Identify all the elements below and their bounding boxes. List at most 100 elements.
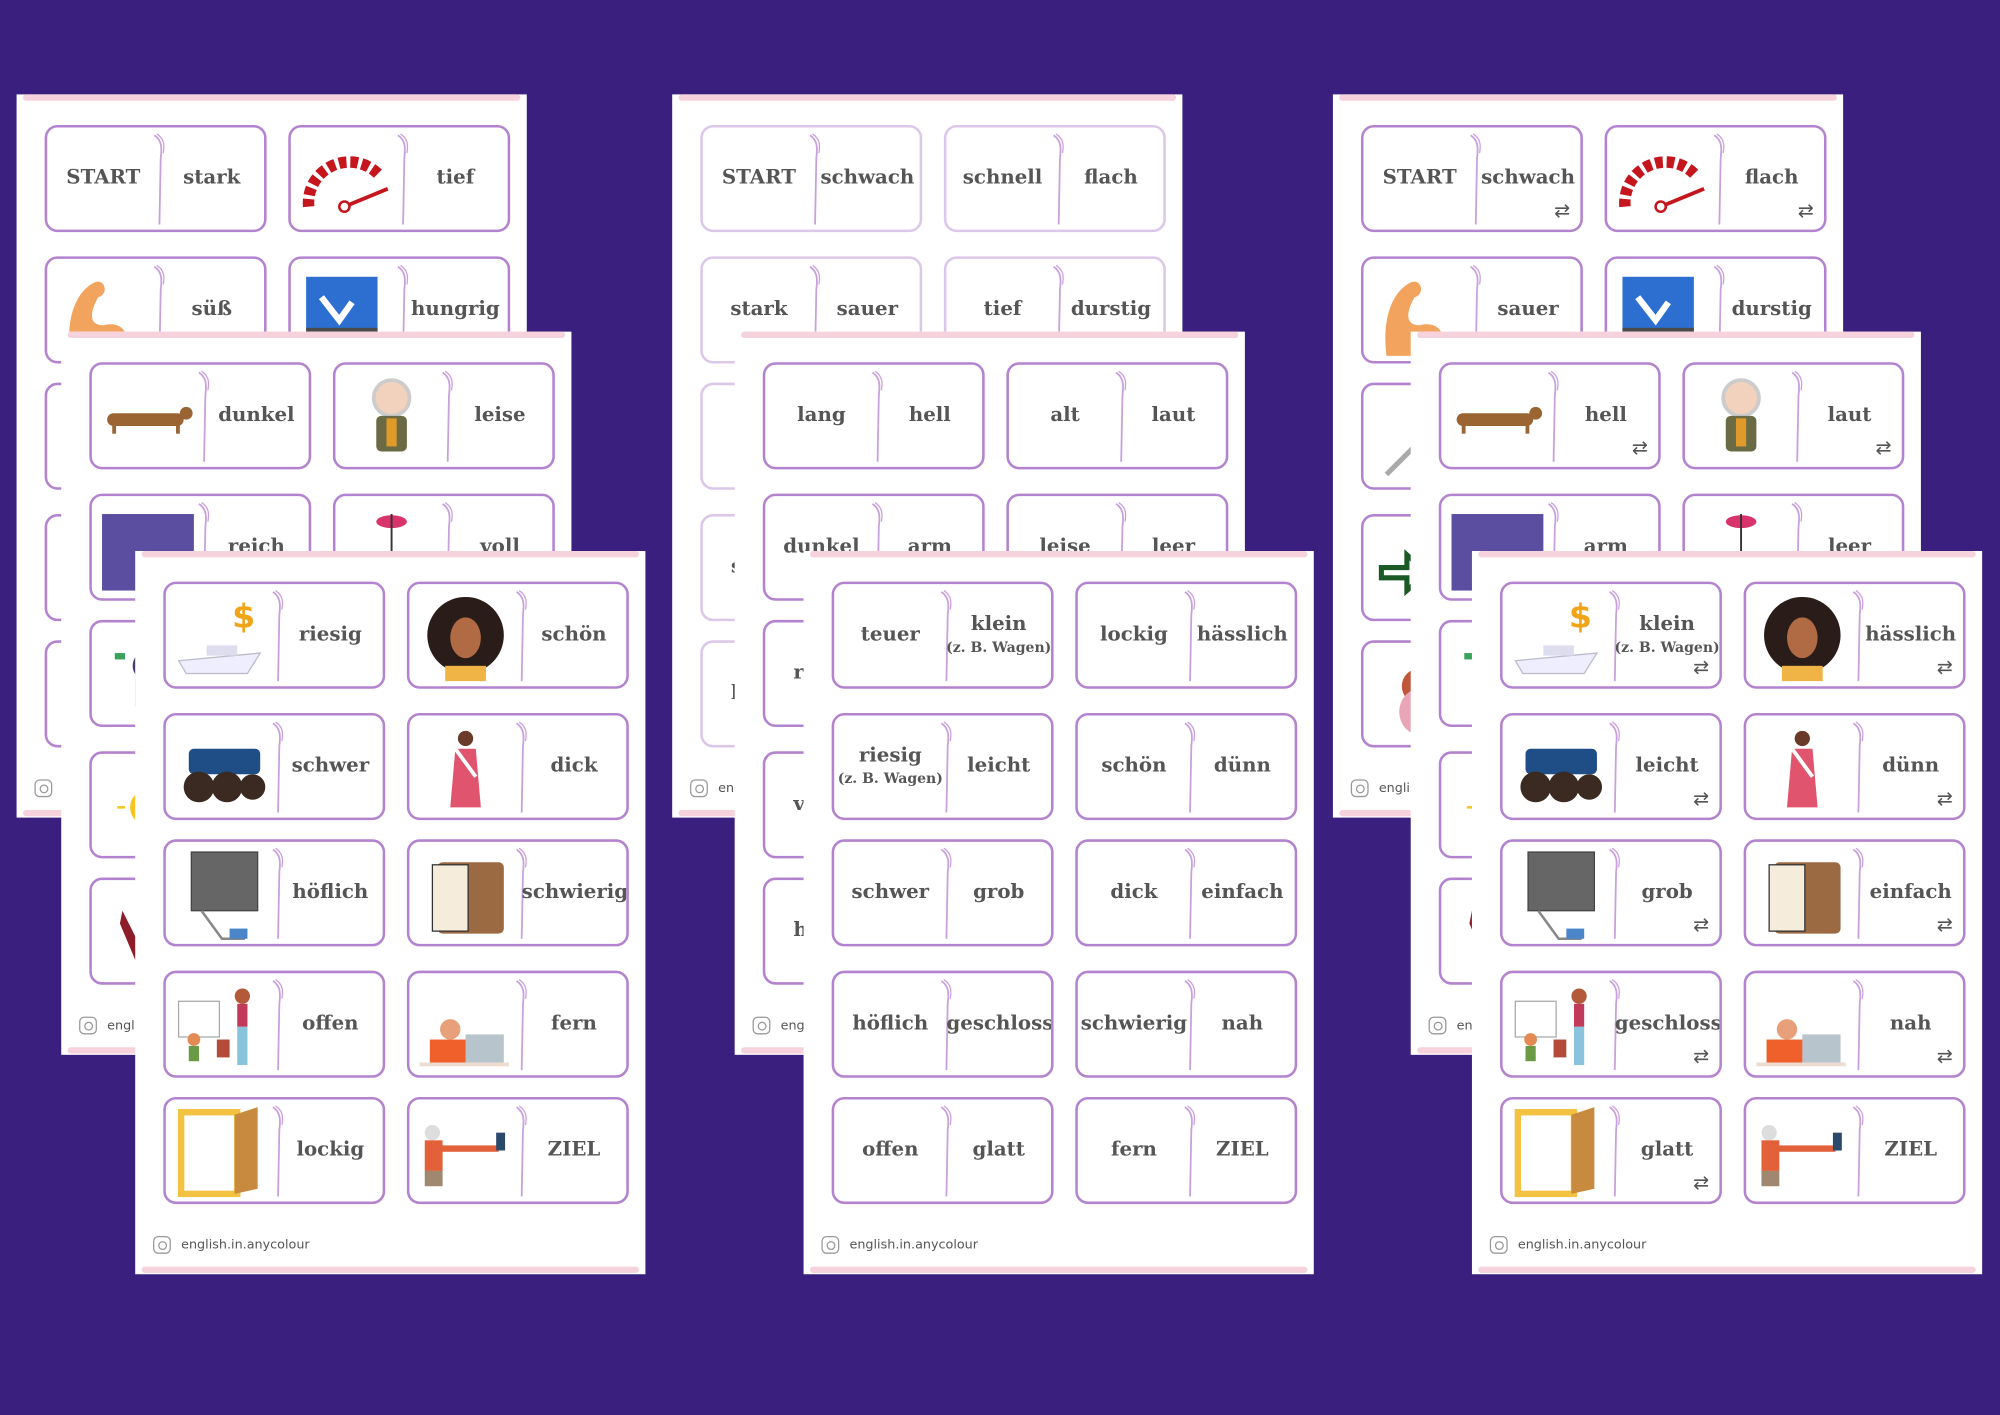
svg-text:$: $ bbox=[232, 597, 255, 636]
domino-card[interactable]: schön bbox=[406, 581, 629, 689]
right-word: süß bbox=[191, 295, 233, 321]
right-word: sauer bbox=[836, 295, 898, 321]
domino-card[interactable]: leise bbox=[332, 362, 555, 470]
domino-card[interactable]: grob⇄ bbox=[1499, 839, 1722, 947]
domino-card[interactable]: glatt⇄ bbox=[1499, 1096, 1722, 1205]
yacht-money-icon: $ bbox=[1508, 589, 1610, 683]
right-word: stark bbox=[183, 164, 241, 189]
cut-line-divider bbox=[870, 370, 888, 467]
right-word: leise bbox=[474, 401, 526, 427]
right-word: lockig bbox=[296, 1136, 365, 1161]
right-word: hässlich bbox=[1865, 621, 1957, 646]
left-word: alt bbox=[1050, 401, 1080, 427]
right-word: riesig bbox=[298, 621, 362, 646]
right-word: durstig bbox=[1070, 295, 1152, 321]
domino-card[interactable]: einfach ⇄ bbox=[1743, 839, 1966, 947]
domino-card[interactable]: offen bbox=[163, 970, 386, 1078]
cut-line-divider bbox=[440, 501, 458, 598]
left-word: lockig bbox=[1100, 621, 1168, 646]
cut-line-divider bbox=[1712, 133, 1730, 230]
cut-line-divider bbox=[807, 133, 825, 230]
left-word-partial: r bbox=[793, 659, 804, 684]
domino-card[interactable]: hässlich⇄ bbox=[1743, 581, 1966, 689]
cut-line-divider bbox=[1851, 847, 1869, 944]
right-word: hell bbox=[908, 401, 951, 427]
swap-arrows-icon: ⇄ bbox=[1631, 436, 1648, 460]
swap-arrows-icon: ⇄ bbox=[1936, 913, 1953, 937]
domino-card[interactable]: $ riesig bbox=[163, 581, 386, 689]
right-word: einfach bbox=[1869, 878, 1952, 904]
domino-card[interactable]: höflich bbox=[163, 839, 386, 947]
right-word: dunkel bbox=[218, 401, 295, 427]
right-word: ZIEL bbox=[547, 1136, 601, 1161]
cut-line-divider bbox=[1468, 264, 1486, 361]
domino-card[interactable]: ZIEL bbox=[1743, 1096, 1966, 1205]
domino-card[interactable]: dunkel bbox=[89, 362, 312, 470]
domino-card[interactable]: geschlossen⇄ bbox=[1499, 970, 1722, 1078]
top-decor-strip bbox=[1339, 94, 1837, 101]
domino-card[interactable]: dünn⇄ bbox=[1743, 713, 1966, 821]
cut-line-divider bbox=[395, 133, 413, 230]
domino-card[interactable]: fern bbox=[406, 970, 629, 1078]
domino-card[interactable]: schwierig bbox=[406, 839, 629, 947]
cut-line-divider bbox=[1182, 721, 1200, 818]
domino-card[interactable]: lockig bbox=[163, 1096, 386, 1205]
dachshund-icon bbox=[97, 370, 199, 464]
domino-card[interactable]: $klein(z. B. Wagen)⇄ bbox=[1499, 581, 1722, 689]
domino-card[interactable]: nah⇄ bbox=[1743, 970, 1966, 1078]
left-word: stark bbox=[730, 295, 788, 321]
domino-card[interactable]: alt laut bbox=[1006, 362, 1229, 470]
footer-handle: english.in.anycolour bbox=[849, 1237, 979, 1252]
monster-truck-icon bbox=[171, 721, 273, 815]
cut-line-divider bbox=[939, 978, 957, 1075]
domino-card[interactable]: tief bbox=[288, 124, 511, 233]
cut-line-divider bbox=[1607, 978, 1625, 1075]
left-word-partial: v bbox=[793, 790, 805, 816]
footer-credit: english.in.anycolour bbox=[1489, 1235, 1647, 1254]
domino-card[interactable]: hell⇄ bbox=[1438, 362, 1661, 470]
swap-arrows-icon: ⇄ bbox=[1693, 655, 1710, 679]
right-word: schwer bbox=[291, 752, 370, 777]
domino-card[interactable]: ZIEL bbox=[406, 1096, 629, 1205]
cut-line-divider bbox=[1468, 133, 1486, 230]
domino-card[interactable]: leicht⇄ bbox=[1499, 713, 1722, 821]
cut-line-divider bbox=[514, 721, 532, 818]
beauty-queen-icon bbox=[415, 721, 517, 815]
left-word: schön bbox=[1101, 752, 1167, 777]
left-word: schwer bbox=[851, 878, 930, 904]
domino-card[interactable]: riesig(z. B. Wagen)leicht bbox=[831, 713, 1054, 821]
cut-line-divider bbox=[1790, 370, 1808, 467]
right-word: sauer bbox=[1497, 295, 1559, 321]
top-decor-strip bbox=[678, 94, 1177, 101]
domino-card[interactable]: laut⇄ bbox=[1682, 362, 1905, 470]
right-word: laut bbox=[1151, 401, 1196, 427]
swap-arrows-icon: ⇄ bbox=[1875, 436, 1892, 460]
curly-woman-icon bbox=[1751, 589, 1853, 683]
domino-card[interactable]: flach⇄ bbox=[1604, 124, 1827, 233]
cut-line-divider bbox=[1546, 501, 1564, 598]
right-word: hell bbox=[1584, 401, 1627, 427]
right-word: schön bbox=[541, 621, 607, 646]
right-word: ZIEL bbox=[1216, 1136, 1269, 1161]
domino-card[interactable]: schwer bbox=[163, 713, 386, 821]
top-decor-strip bbox=[141, 551, 640, 558]
right-word: grob bbox=[1641, 878, 1693, 904]
footer-handle: english.in.anycolour bbox=[1517, 1237, 1647, 1252]
cut-line-divider bbox=[196, 501, 214, 598]
domino-card[interactable]: höflichgeschlossen bbox=[831, 970, 1054, 1078]
domino-card[interactable]: dick bbox=[406, 713, 629, 821]
